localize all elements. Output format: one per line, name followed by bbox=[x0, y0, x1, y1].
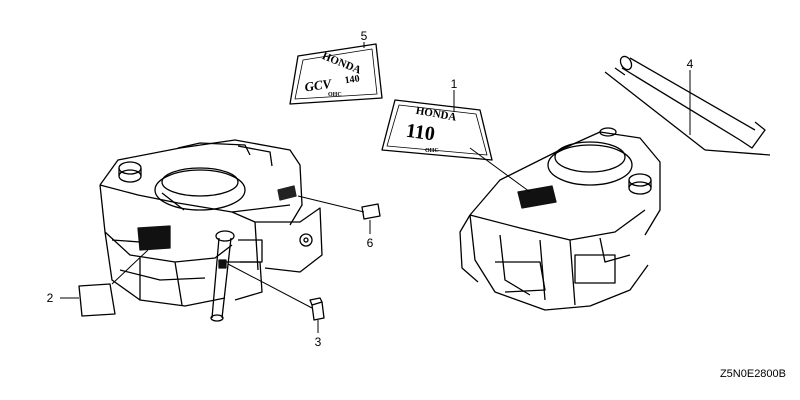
right-label-patch bbox=[517, 185, 557, 209]
callout-4: 4 bbox=[687, 57, 694, 71]
callout-2: 2 bbox=[47, 291, 54, 305]
decal-1-number: 110 bbox=[405, 120, 437, 146]
decal-5-number: 140 bbox=[344, 73, 360, 86]
callout-3: 3 bbox=[315, 335, 322, 349]
callout-1: 1 bbox=[451, 77, 458, 91]
drawing-code: Z5N0E2800B bbox=[720, 368, 786, 380]
right-engine bbox=[459, 127, 661, 311]
tool-rod bbox=[604, 55, 771, 156]
left-label-patch bbox=[137, 225, 171, 251]
left-engine bbox=[99, 139, 323, 322]
decal-part-5 bbox=[289, 43, 383, 105]
callout-6: 6 bbox=[367, 236, 374, 250]
decal-part-1 bbox=[381, 99, 493, 161]
leader-lines bbox=[60, 42, 691, 333]
label-part-3 bbox=[309, 297, 325, 321]
callout-5: 5 bbox=[361, 29, 368, 43]
decal-5-model: GCV bbox=[304, 76, 334, 95]
label-part-2 bbox=[78, 283, 116, 317]
label-part-6 bbox=[361, 203, 381, 220]
decal-1-small: OHC bbox=[425, 148, 439, 154]
decal-5-small: OHC bbox=[328, 92, 342, 98]
